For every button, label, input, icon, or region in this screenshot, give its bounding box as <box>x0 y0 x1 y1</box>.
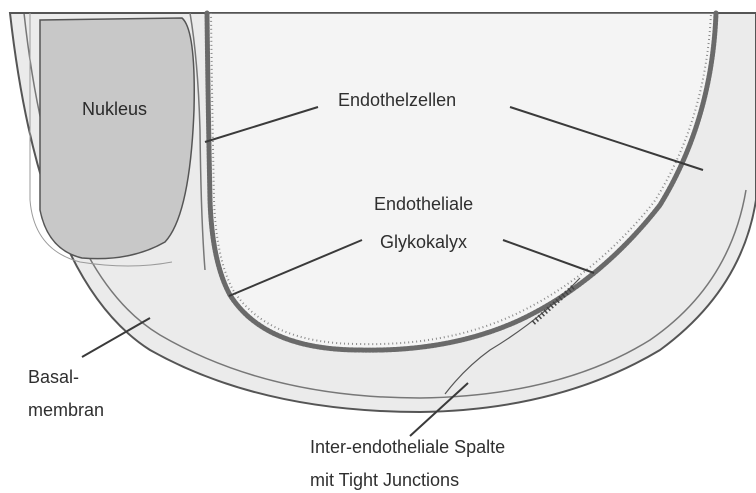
label-cleft-line1: Inter-endotheliale Spalte <box>310 437 505 457</box>
label-cleft-line2: mit Tight Junctions <box>310 470 459 490</box>
label-basement-line1: Basal- <box>28 367 79 387</box>
label-nucleus: Nukleus <box>82 99 147 119</box>
label-endothelial-cells: Endothelzellen <box>338 90 456 110</box>
label-glycocalyx-line1: Endotheliale <box>374 194 473 214</box>
nucleus <box>40 18 194 259</box>
label-glycocalyx-line2: Glykokalyx <box>380 232 467 252</box>
label-basement-line2: membran <box>28 400 104 420</box>
